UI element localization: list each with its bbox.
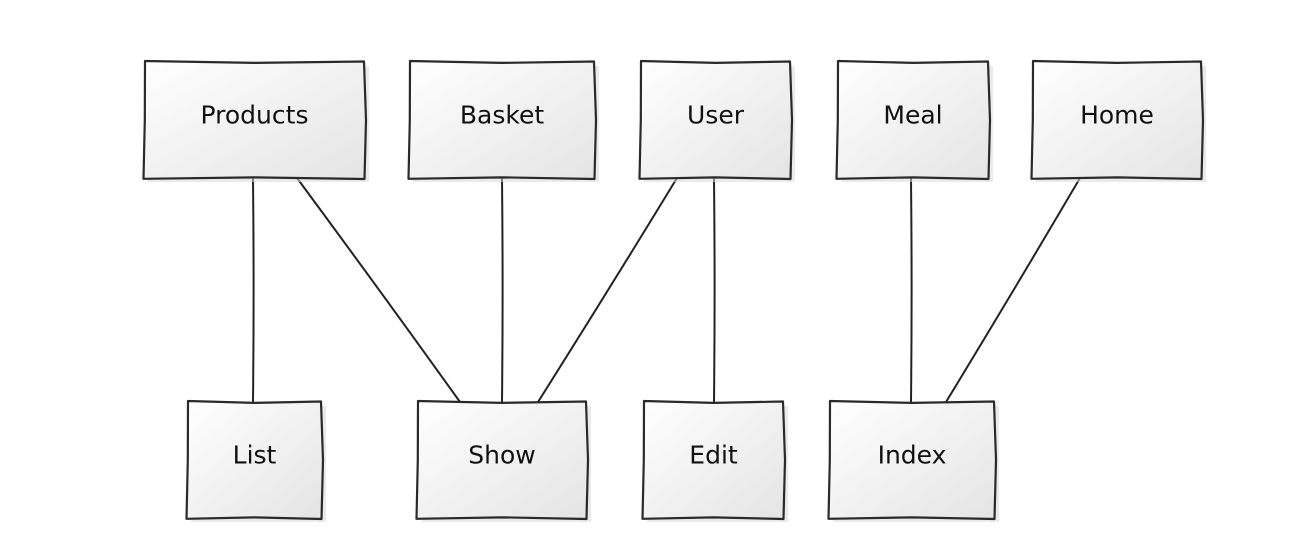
- connector-lines: [252, 177, 1081, 403]
- node-box-meal: [835, 59, 992, 181]
- edge-home-index: [945, 177, 1081, 403]
- node-show: Show: [415, 399, 591, 522]
- edge-user-show: [537, 177, 678, 403]
- node-box-edit: [641, 399, 787, 521]
- node-label-home: Home: [1080, 101, 1154, 130]
- node-box-basket: [407, 59, 598, 181]
- node-box-index: [827, 399, 998, 521]
- edge-products-show: [296, 177, 461, 403]
- edge-products-list: [252, 177, 255, 403]
- edge-user-edit: [713, 177, 716, 403]
- node-index: Index: [827, 399, 999, 522]
- node-label-list: List: [233, 441, 277, 470]
- node-label-edit: Edit: [689, 441, 738, 470]
- node-edit: Edit: [641, 399, 788, 522]
- node-label-meal: Meal: [883, 101, 942, 130]
- node-box-list: [185, 399, 325, 521]
- edge-basket-show: [501, 177, 504, 403]
- node-label-index: Index: [878, 441, 947, 470]
- node-meal: Meal: [835, 59, 993, 182]
- node-label-products: Products: [201, 101, 309, 130]
- node-box-user: [638, 59, 794, 181]
- node-products: Products: [142, 59, 369, 182]
- node-list: List: [185, 399, 326, 522]
- node-label-basket: Basket: [460, 101, 544, 130]
- node-label-show: Show: [468, 441, 535, 470]
- node-box-show: [415, 399, 590, 521]
- node-box-products: [142, 59, 368, 181]
- node-box-home: [1030, 59, 1205, 181]
- edge-meal-index: [910, 177, 913, 403]
- node-label-user: User: [687, 101, 745, 130]
- node-home: Home: [1030, 59, 1206, 182]
- node-user: User: [638, 59, 795, 182]
- node-basket: Basket: [407, 59, 599, 182]
